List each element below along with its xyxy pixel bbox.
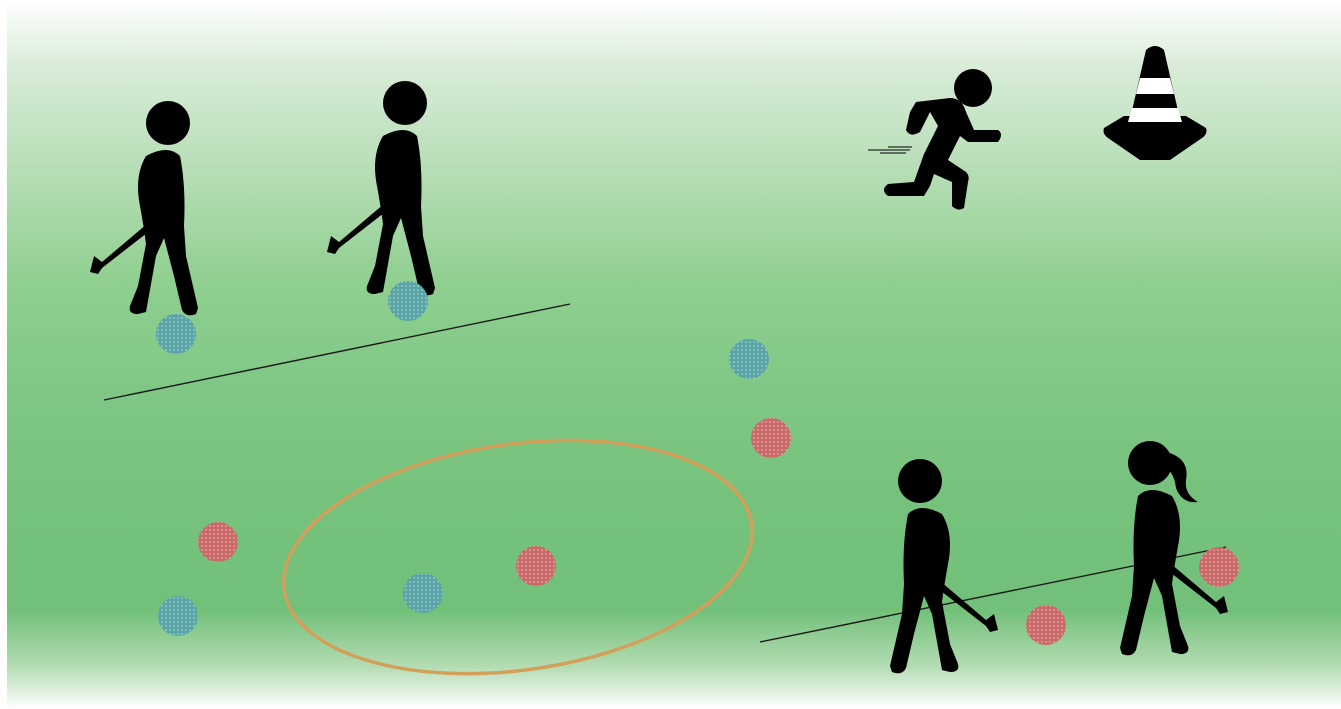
golf-ball-icon xyxy=(198,522,238,562)
target-zone-ellipse xyxy=(269,412,768,701)
golfer-putting-icon xyxy=(327,81,435,295)
golf-ball-icon xyxy=(156,314,196,354)
golf-ball-icon xyxy=(388,281,428,321)
golf-ball-icon xyxy=(751,418,791,458)
golf-ball-icon xyxy=(403,573,443,613)
golf-ball-icon xyxy=(729,339,769,379)
golfer-putting-icon xyxy=(890,459,998,673)
golfer-putting-icon xyxy=(90,101,198,315)
golf-ball-icon xyxy=(1026,605,1066,645)
golf-ball-icon xyxy=(516,546,556,586)
traffic-cone-icon xyxy=(1104,46,1207,160)
golf-ball-icon xyxy=(158,596,198,636)
female-golfer-putting-icon xyxy=(1120,441,1228,655)
golf-ball-icon xyxy=(1199,547,1239,587)
runner-icon xyxy=(868,69,1001,210)
